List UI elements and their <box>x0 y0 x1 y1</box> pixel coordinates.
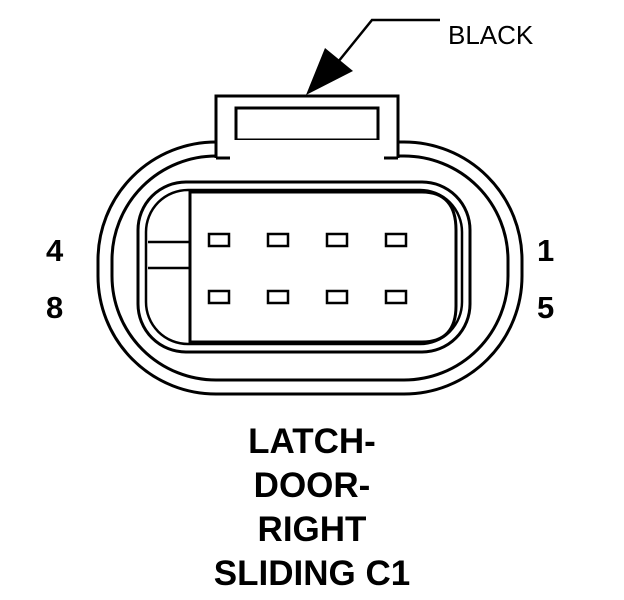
connector-color-label: BLACK <box>448 20 534 50</box>
pin-cavity-3 <box>266 232 290 248</box>
pin-cavity-1 <box>384 232 408 248</box>
title-line-3: RIGHT <box>257 510 367 549</box>
title-line-4: SLIDING C1 <box>213 554 411 593</box>
latch-tab-window <box>234 106 380 142</box>
pin-cavity-6 <box>325 289 349 305</box>
pin-cavity-4 <box>207 232 231 248</box>
pin-number-top-right: 1 <box>537 233 554 268</box>
pin-cavity-2 <box>325 232 349 248</box>
pin-number-bottom-right: 5 <box>537 290 554 325</box>
title-line-2: DOOR- <box>253 466 371 505</box>
connector-title: LATCH- DOOR- RIGHT SLIDING C1 <box>0 420 624 596</box>
terminal-insert-block <box>188 190 458 344</box>
pin-cavity-7 <box>266 289 290 305</box>
leader-arrowhead <box>306 48 353 95</box>
terminal-cavity-inner <box>144 188 464 346</box>
pin-cavity-8 <box>207 289 231 305</box>
title-line-1: LATCH- <box>248 422 376 461</box>
pin-number-bottom-left: 8 <box>46 290 63 325</box>
pin-cavity-5 <box>384 289 408 305</box>
leader-line <box>337 18 440 63</box>
pin-number-top-left: 4 <box>46 233 64 268</box>
